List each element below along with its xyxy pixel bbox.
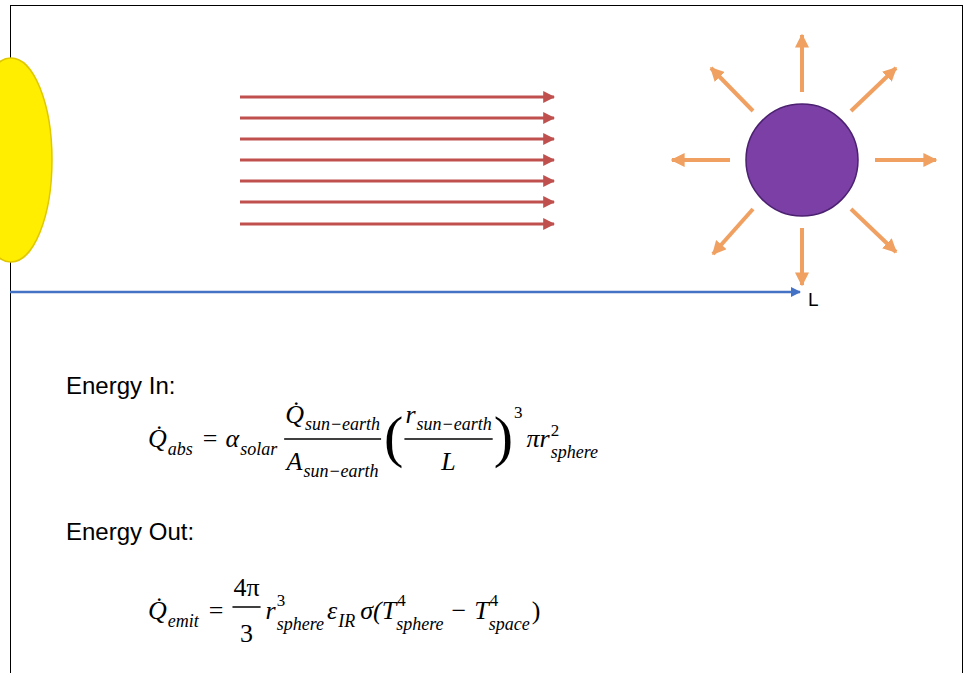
math-symbol: r	[266, 598, 276, 624]
emission-arrows	[672, 35, 936, 285]
math-symbol: L	[441, 449, 455, 475]
math-symbol: σ(T	[360, 598, 396, 624]
section-heading: Energy Out:	[66, 520, 194, 544]
math-symbol: α	[225, 426, 239, 452]
math-bracket: )	[494, 408, 513, 466]
math-subscript: IR	[338, 612, 355, 630]
math-symbol: πr	[527, 426, 550, 452]
math-number: 3	[240, 621, 253, 647]
math-subscript: sphere	[396, 615, 443, 633]
solar-rays	[240, 97, 554, 224]
math-exponent: 2	[551, 422, 560, 439]
math-symbol: Q̇	[285, 402, 304, 428]
math-symbol: A	[287, 449, 303, 475]
math-bracket: (	[384, 408, 403, 466]
math-subscript: emit	[168, 612, 199, 630]
math-subscript: sun−earth	[305, 415, 380, 433]
math-exponent: 3	[514, 404, 523, 421]
math-subscript: sphere	[551, 443, 598, 461]
math-number: 4π	[233, 575, 259, 601]
math-operator: −	[452, 598, 467, 624]
math-subscript: space	[489, 615, 530, 633]
sphere	[746, 104, 858, 216]
fraction-bar	[404, 438, 492, 440]
math-subscript: abs	[168, 440, 193, 458]
math-exponent: 4	[397, 592, 406, 609]
math-symbol: Q̇	[148, 426, 167, 452]
math-exponent: 4	[490, 592, 499, 609]
math-symbol: T	[474, 598, 488, 624]
math-subscript: sun−earth	[417, 415, 492, 433]
math-operator: =	[209, 598, 224, 624]
math-bracket: )	[532, 598, 541, 624]
section-heading: Energy In:	[66, 374, 175, 398]
axis-label: L	[808, 290, 819, 309]
sun	[0, 58, 52, 262]
distance-axis	[10, 291, 800, 294]
math-symbol: ε	[327, 598, 337, 624]
frame	[11, 6, 963, 673]
math-symbol: r	[405, 402, 415, 428]
math-symbol: Q̇	[148, 598, 167, 624]
math-exponent: 3	[277, 592, 286, 609]
math-operator: =	[203, 426, 218, 452]
math-subscript: solar	[240, 440, 277, 458]
fraction-bar	[232, 606, 260, 608]
math-subscript: sphere	[277, 615, 324, 633]
math-subscript: sun−earth	[303, 462, 378, 480]
fraction-bar	[284, 438, 381, 440]
